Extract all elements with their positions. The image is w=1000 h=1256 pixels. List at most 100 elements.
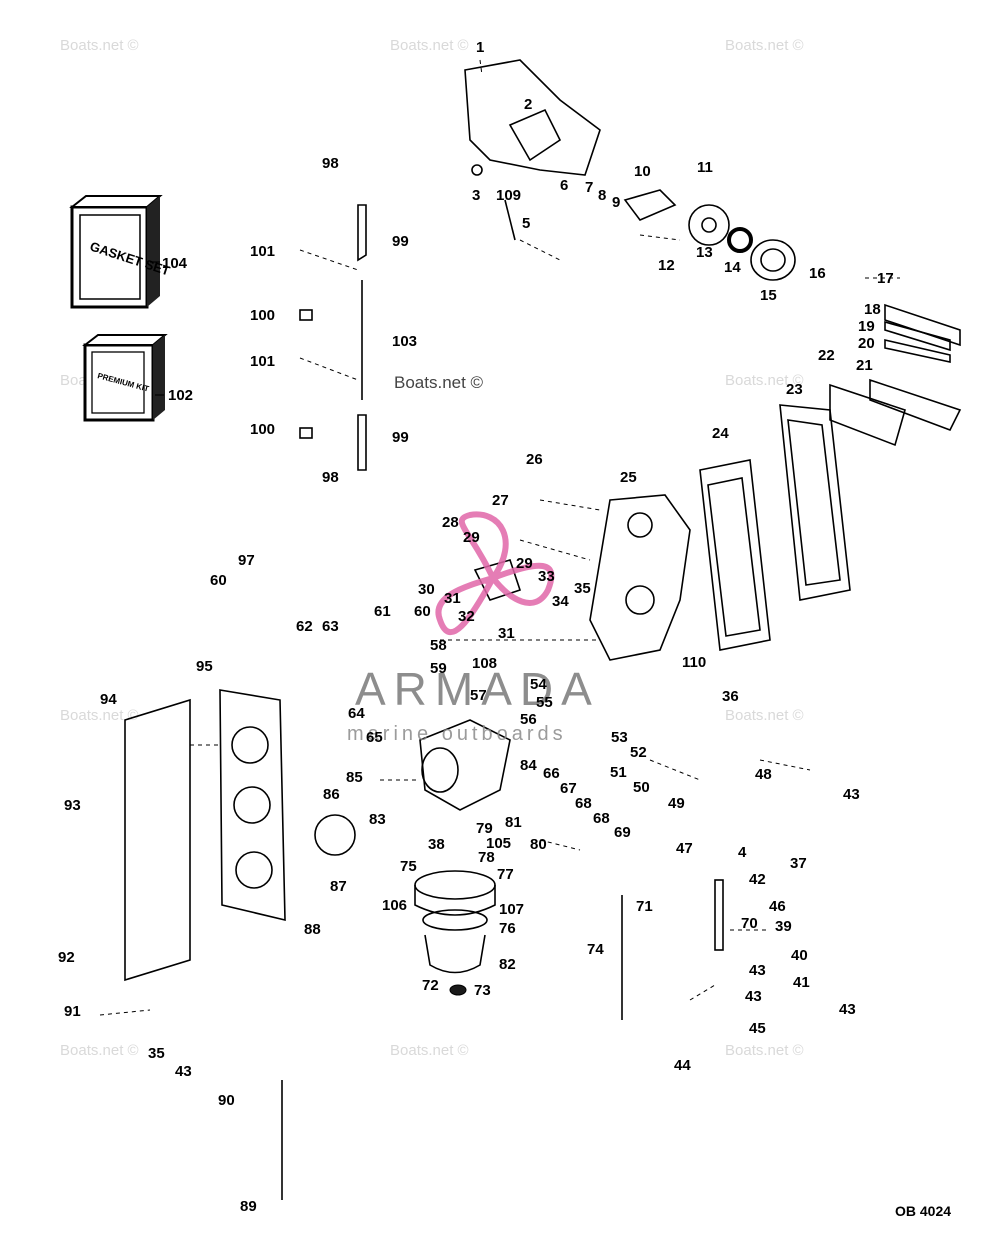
carburetor-body	[419, 494, 691, 811]
callout-19: 19	[858, 318, 875, 335]
float-bowl-assembly	[414, 870, 496, 996]
callout-2: 2	[524, 96, 532, 113]
callout-64: 64	[348, 705, 365, 722]
callout-84: 84	[520, 757, 537, 774]
callout-37: 37	[790, 855, 807, 872]
watermark-layer: Boats.net © Boats.net © Boats.net © Boat…	[60, 37, 804, 1059]
callout-35: 35	[148, 1045, 165, 1062]
callout-106: 106	[382, 897, 407, 914]
callout-54: 54	[530, 676, 547, 693]
callout-78: 78	[478, 849, 495, 866]
callout-18: 18	[864, 301, 881, 318]
callout-21: 21	[856, 357, 873, 374]
callout-59: 59	[430, 660, 447, 677]
gasket-set-box: GASKET SET	[69, 195, 172, 309]
callout-62: 62	[296, 618, 313, 635]
callout-110: 110	[682, 654, 706, 671]
callout-82: 82	[499, 956, 516, 973]
callout-1: 1	[476, 39, 484, 56]
callout-79: 79	[476, 820, 493, 837]
callout-99: 99	[392, 429, 409, 446]
callout-16: 16	[809, 265, 826, 282]
callout-53: 53	[611, 729, 628, 746]
callout-38: 38	[428, 836, 445, 853]
callout-94: 94	[100, 691, 117, 708]
callout-98: 98	[322, 155, 339, 172]
callout-58: 58	[430, 637, 447, 654]
callout-28: 28	[442, 514, 459, 531]
callout-55: 55	[536, 694, 553, 711]
callout-49: 49	[668, 795, 685, 812]
callout-23: 23	[786, 381, 803, 398]
link-rod-assembly	[299, 204, 367, 471]
callout-101: 101	[250, 243, 275, 260]
callout-60: 60	[414, 603, 431, 620]
callout-85: 85	[346, 769, 363, 786]
watermark-text: Boats.net ©	[725, 1042, 804, 1059]
callout-91: 91	[64, 1003, 81, 1020]
callout-63: 63	[322, 618, 339, 635]
callout-33: 33	[538, 568, 555, 585]
watermark-text: Boats.net ©	[725, 707, 804, 724]
callout-29: 29	[516, 555, 533, 572]
callout-27: 27	[492, 492, 509, 509]
brand-name: ARMADA	[355, 663, 600, 715]
callout-107: 107	[499, 901, 524, 918]
callout-93: 93	[64, 797, 81, 814]
callout-66: 66	[543, 765, 560, 782]
callout-83: 83	[369, 811, 386, 828]
watermark-text: Boats.net ©	[725, 372, 804, 389]
callout-43: 43	[175, 1063, 192, 1080]
callout-15: 15	[760, 287, 777, 304]
callout-86: 86	[323, 786, 340, 803]
callout-35: 35	[574, 580, 591, 597]
callout-5: 5	[522, 215, 530, 232]
choke-assembly	[464, 59, 796, 281]
callout-31: 31	[498, 625, 515, 642]
callout-43: 43	[745, 988, 762, 1005]
callout-104: 104	[162, 255, 188, 272]
watermark-text: Boats.net ©	[60, 37, 139, 54]
callout-52: 52	[630, 744, 647, 761]
brand-tagline: marine outboards	[347, 723, 567, 745]
callout-29: 29	[463, 529, 480, 546]
callout-24: 24	[712, 425, 729, 442]
callout-12: 12	[658, 257, 675, 274]
callout-45: 45	[749, 1020, 766, 1037]
callout-100: 100	[250, 421, 275, 438]
callout-109: 109	[496, 187, 521, 204]
callout-42: 42	[749, 871, 766, 888]
watermark-text: Boats.net ©	[390, 1042, 469, 1059]
callout-61: 61	[374, 603, 391, 620]
callout-41: 41	[793, 974, 810, 991]
callout-97: 97	[238, 552, 255, 569]
callout-57: 57	[470, 687, 487, 704]
callout-95: 95	[196, 658, 213, 675]
callout-80: 80	[530, 836, 547, 853]
cover-plate-assembly	[124, 689, 356, 982]
callout-100: 100	[250, 307, 275, 324]
callout-20: 20	[858, 335, 875, 352]
callout-68: 68	[575, 795, 592, 812]
watermark-text: Boats.net ©	[60, 707, 139, 724]
callout-103: 103	[392, 333, 417, 350]
drawing-code: OB 4024	[895, 1203, 951, 1219]
callout-71: 71	[636, 898, 653, 915]
watermark-text: Boats.net ©	[725, 37, 804, 54]
callout-102: 102	[168, 387, 193, 404]
callout-13: 13	[696, 244, 713, 261]
callout-98: 98	[322, 469, 339, 486]
callout-22: 22	[818, 347, 835, 364]
center-watermark: Boats.net ©	[394, 373, 484, 392]
callout-31: 31	[444, 590, 461, 607]
leader-lines	[99, 59, 900, 1016]
callout-43: 43	[839, 1001, 856, 1018]
callout-99: 99	[392, 233, 409, 250]
callout-36: 36	[722, 688, 739, 705]
callout-68: 68	[593, 810, 610, 827]
callout-39: 39	[775, 918, 792, 935]
callout-73: 73	[474, 982, 491, 999]
callout-108: 108	[472, 655, 497, 672]
